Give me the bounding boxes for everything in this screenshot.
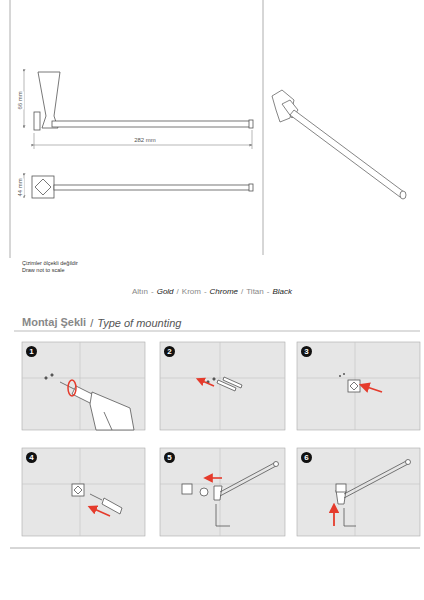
step-number: 3 [301, 346, 312, 357]
section-heading: Type of mounting [97, 317, 181, 329]
finish-name: Altın [132, 288, 148, 297]
finish-name: - [204, 288, 207, 297]
step-number: 5 [164, 452, 175, 463]
step-number: 2 [164, 346, 175, 357]
dimension: 282 mm [132, 137, 158, 144]
note: Çizimler ölçekli değildir [22, 260, 78, 266]
finish-name: Gold [157, 288, 174, 297]
finish-name: / [241, 288, 243, 297]
finish-name: Krom [182, 288, 201, 297]
finish-list: Altın-Gold/Krom-Chrome/Titan-Black [132, 288, 292, 297]
finish-name: Titan [246, 288, 264, 297]
section-heading: / [90, 317, 93, 329]
finish-name: Chrome [210, 288, 238, 297]
finish-name: - [151, 288, 154, 297]
dimension: 66 mm [17, 91, 24, 109]
note: Draw not to scale [22, 267, 65, 273]
step-number: 1 [26, 346, 37, 357]
finish-name: / [177, 288, 179, 297]
step-number: 4 [26, 452, 37, 463]
finish-name: Black [272, 288, 292, 297]
section-heading: Montaj Şekli [22, 316, 86, 328]
step-number: 6 [301, 452, 312, 463]
dimension: 44 mm [17, 178, 24, 196]
finish-name: - [267, 288, 270, 297]
